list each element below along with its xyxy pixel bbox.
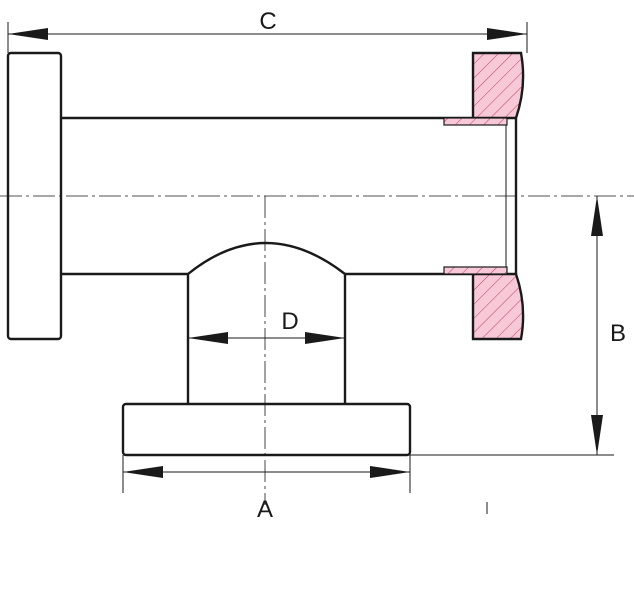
right-flange-section <box>443 51 525 341</box>
dim-b-label: B <box>610 320 626 347</box>
dim-d-label: D <box>281 308 298 335</box>
flange-top-insert <box>443 117 508 126</box>
branch-dome <box>187 241 346 275</box>
left-flange <box>6 51 63 341</box>
right-flange-section-bottom <box>471 272 525 341</box>
bottom-flange <box>121 402 412 457</box>
dim-c-label: C <box>259 8 276 35</box>
right-flange-section-top <box>471 51 525 120</box>
dim-a-label: A <box>257 496 273 523</box>
flange-bottom-insert <box>443 266 508 275</box>
